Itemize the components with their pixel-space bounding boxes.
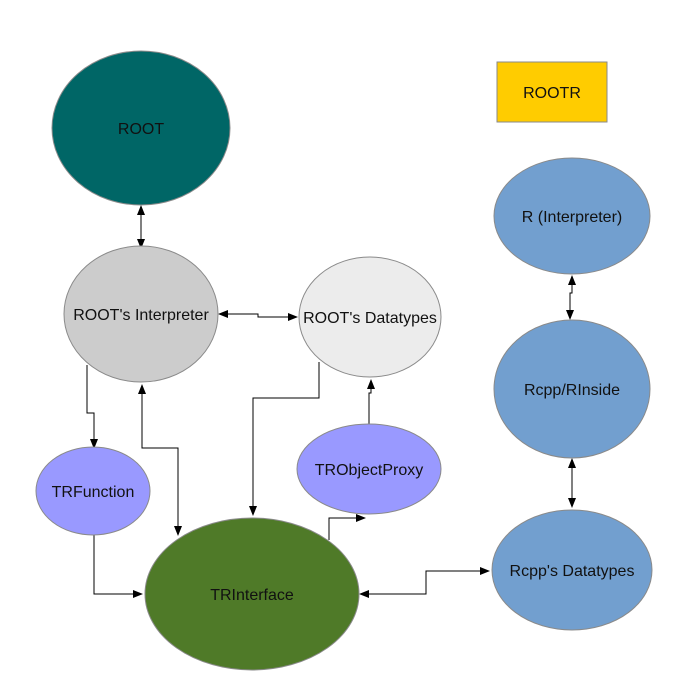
node-rcpp-datatypes-label: Rcpp's Datatypes: [510, 563, 635, 580]
arrowhead: [133, 590, 143, 598]
arrowhead: [174, 526, 182, 536]
node-trfunction: TRFunction: [35, 446, 151, 536]
node-trobjectproxy: TRObjectProxy: [296, 423, 442, 515]
legend-rootr-label: ROOTR: [523, 85, 581, 102]
node-root: ROOT: [51, 50, 231, 206]
node-root-interpreter-label: ROOT's Interpreter: [73, 307, 209, 324]
node-trinterface: TRInterface: [144, 517, 360, 671]
legend-rootr: ROOTR: [496, 61, 608, 123]
edges-layer: [86, 205, 576, 598]
arrowhead: [367, 379, 375, 389]
edge-r-rcpprinside: [569, 282, 573, 313]
node-rcpp-rinside-label: Rcpp/RInside: [524, 382, 620, 399]
node-rcpp-datatypes: Rcpp's Datatypes: [491, 509, 653, 631]
node-rcpp-rinside: Rcpp/RInside: [493, 319, 651, 459]
node-trinterface-label: TRInterface: [210, 587, 294, 604]
arrowhead: [566, 310, 574, 320]
legend-rootr-box: [496, 61, 608, 123]
node-root-datatypes-shape: [298, 256, 442, 378]
edge-trobjectproxy-datatypes: [368, 386, 372, 425]
arrowhead: [568, 458, 576, 468]
node-root-interpreter-shape: [63, 245, 219, 383]
node-r-interpreter-shape: [493, 157, 651, 275]
node-trfunction-shape: [35, 446, 151, 536]
arrowhead: [137, 239, 145, 249]
arrowhead: [480, 567, 490, 575]
edge-trinterface-rcppdatatypes: [367, 570, 482, 595]
nodes-layer: ROOT ROOT's Interpreter ROOT's Datatypes…: [35, 50, 653, 671]
edge-interpreter-datatypes: [225, 313, 290, 318]
arrowhead: [138, 384, 146, 394]
node-r-interpreter-label: R (Interpreter): [522, 209, 622, 226]
arrowhead: [356, 514, 366, 522]
arrowhead: [249, 506, 257, 516]
edge-interpreter-trinterface: [141, 392, 179, 528]
node-trfunction-label: TRFunction: [52, 484, 135, 501]
arrowhead: [218, 310, 228, 318]
edge-datatypes-trinterface: [252, 362, 320, 508]
node-trobjectproxy-shape: [296, 423, 442, 515]
node-root-interpreter: ROOT's Interpreter: [63, 245, 219, 383]
arrowhead: [90, 439, 98, 449]
node-root-shape: [51, 50, 231, 206]
edge-interpreter-trfunction: [86, 365, 95, 442]
node-trinterface-shape: [144, 517, 360, 671]
edge-trfunction-trinterface: [93, 535, 135, 595]
node-r-interpreter: R (Interpreter): [493, 157, 651, 275]
node-trobjectproxy-label: TRObjectProxy: [315, 462, 423, 479]
node-root-datatypes: ROOT's Datatypes: [298, 256, 442, 378]
arrowhead: [568, 498, 576, 508]
arrowhead: [359, 590, 369, 598]
node-root-datatypes-label: ROOT's Datatypes: [303, 310, 437, 327]
node-rcpp-datatypes-shape: [491, 509, 653, 631]
edge-trinterface-trobjectproxy: [328, 517, 358, 540]
arrowhead: [137, 205, 145, 215]
node-rcpp-rinside-shape: [493, 319, 651, 459]
arrowhead: [568, 275, 576, 285]
arrowhead: [288, 313, 298, 321]
node-root-label: ROOT: [118, 121, 164, 138]
